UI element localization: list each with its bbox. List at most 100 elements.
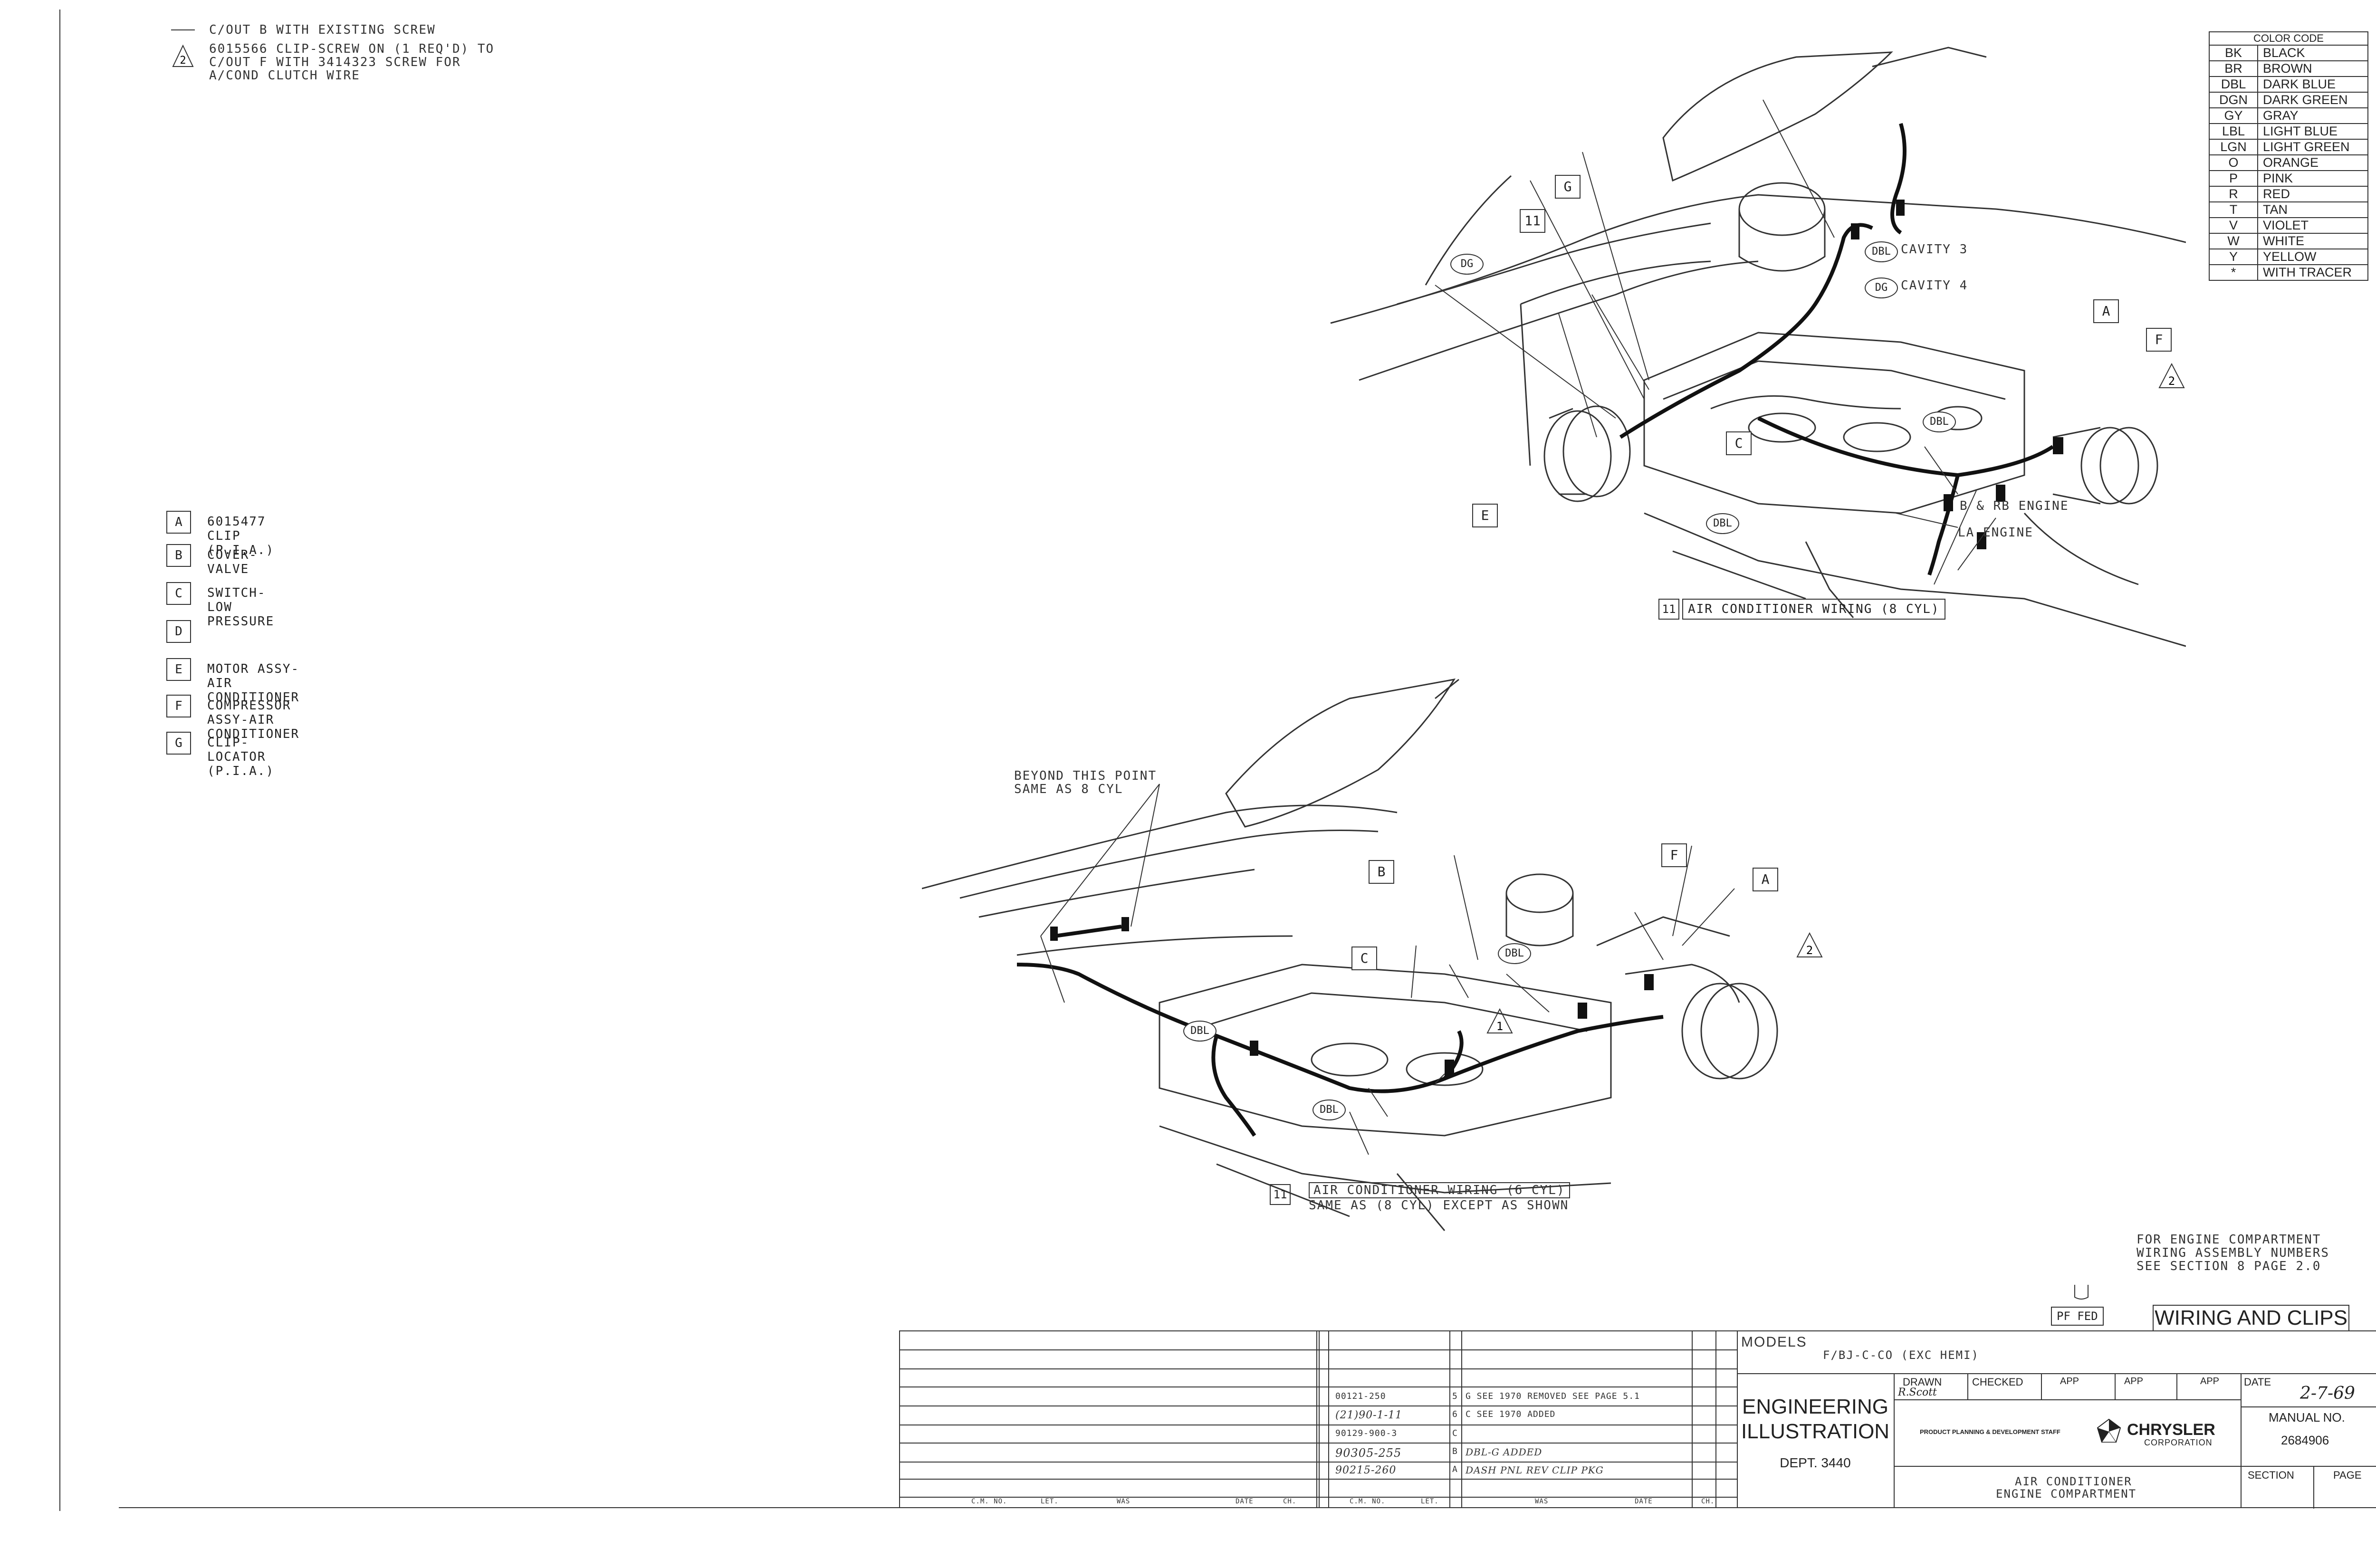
rev-header: C.M. NO.	[1350, 1498, 1386, 1505]
caption-6cyl-line-2: SAME AS (8 CYL) EXCEPT AS SHOWN	[1309, 1198, 1569, 1213]
rev-was: DASH PNL REV CLIP PKG	[1466, 1464, 1604, 1476]
callout-a-bottom: A	[1753, 868, 1778, 891]
date-value: 2-7-69	[2300, 1384, 2355, 1403]
diagram-8cyl-drawing	[1330, 47, 2186, 647]
section-title: WIRING AND CLIPS	[2153, 1305, 2349, 1331]
legend-key: C	[166, 582, 191, 605]
left-border	[59, 10, 60, 1511]
note-2-triangle-icon: 2	[1796, 932, 1823, 957]
rev-header: LET.	[1421, 1498, 1439, 1505]
color-code-title: COLOR CODE	[2209, 31, 2368, 46]
beyond-point-line-2: SAME AS 8 CYL	[1014, 782, 1123, 796]
rev-header: CH.	[1701, 1498, 1715, 1505]
triangle-2-bottom-label: 2	[1806, 944, 1813, 957]
rev-header: C.M. NO.	[971, 1498, 1007, 1505]
checked-label: CHECKED	[1972, 1376, 2023, 1388]
legend-desc: SWITCH-LOW PRESSURE	[207, 586, 275, 629]
la-engine-label: LA ENGINE	[1958, 526, 2033, 540]
rev-header: DATE	[1236, 1498, 1254, 1505]
cavity-4-label: CAVITY 4	[1901, 278, 1968, 293]
models-value: F/BJ-C-CO (EXC HEMI)	[1823, 1348, 1979, 1362]
section-label: SECTION	[2248, 1469, 2294, 1481]
page-label: PAGE	[2333, 1469, 2362, 1481]
cavity-3-label: CAVITY 3	[1901, 242, 1968, 257]
bottom-border	[119, 1507, 2376, 1508]
callout-dbl-bottom-3: DBL	[1313, 1100, 1346, 1120]
legend-key: E	[166, 658, 191, 681]
engineering-illustration: ENGINEERING ILLUSTRATION DEPT. 3440	[1739, 1395, 1891, 1475]
rev-let: B	[1452, 1446, 1458, 1456]
description-line-2: ENGINE COMPARTMENT	[1996, 1487, 2137, 1501]
beyond-point-line-1: BEYOND THIS POINT	[1014, 769, 1157, 783]
rev-let: 5	[1452, 1391, 1458, 1401]
note-2-key: 2	[180, 55, 186, 67]
app-label-2: APP	[2124, 1376, 2144, 1386]
note-line-4: A/COND CLUTCH WIRE	[209, 68, 360, 83]
rev-header: CH.	[1283, 1498, 1297, 1505]
legend-key: F	[166, 695, 191, 717]
eng-line-2: ILLUSTRATION	[1741, 1420, 1890, 1443]
legend-desc: COVER-VALVE	[207, 548, 258, 576]
callout-dbl-top-2: DBL	[1706, 513, 1739, 534]
callout-g-top: G	[1555, 175, 1581, 199]
app-label-3: APP	[2200, 1376, 2220, 1386]
brand-name: CHRYSLER	[2127, 1421, 2215, 1439]
rev-header: DATE	[1635, 1498, 1653, 1505]
manual-value: 2684906	[2281, 1433, 2329, 1447]
note-line-3: C/OUT F WITH 3414323 SCREW FOR	[209, 55, 461, 69]
note-line-1: C/OUT B WITH EXISTING SCREW	[209, 23, 436, 37]
manual-label: MANUAL NO.	[2269, 1410, 2345, 1425]
rev-was: C SEE 1970 ADDED	[1466, 1409, 1556, 1419]
rev-header: LET.	[1041, 1498, 1059, 1505]
callout-dg-1: DG	[1450, 254, 1484, 275]
legend-key: G	[166, 732, 191, 755]
footnote-line-1: FOR ENGINE COMPARTMENT	[2136, 1233, 2321, 1247]
caption-8cyl: AIR CONDITIONER WIRING (8 CYL)	[1682, 599, 1945, 620]
chrysler-pentastar-icon	[2097, 1418, 2121, 1443]
callout-f-top: F	[2146, 328, 2172, 352]
diagram-6cyl-drawing	[922, 678, 1778, 1231]
drawn-label: DRAWN	[1903, 1376, 1942, 1388]
staff-label: PRODUCT PLANNING & DEVELOPMENT STAFF	[1920, 1428, 2060, 1435]
rev-header: WAS	[1535, 1498, 1549, 1505]
legend-desc: MOTOR ASSY-AIR CONDITIONER	[207, 662, 300, 705]
pf-fed-icon	[2074, 1285, 2089, 1300]
note-line-2: 6015566 CLIP-SCREW ON (1 REQ'D) TO	[209, 42, 495, 56]
callout-11-top: 11	[1520, 209, 1545, 233]
rev-cm: 90129-900-3	[1335, 1428, 1398, 1438]
callout-dbl-bottom-1: DBL	[1498, 943, 1531, 964]
callout-dbl-bottom-2: DBL	[1183, 1021, 1217, 1042]
legend-desc: COMPRESSOR ASSY-AIR CONDITIONER	[207, 698, 300, 741]
note-2-triangle-icon: 2	[172, 44, 194, 67]
callout-b-bottom: B	[1369, 860, 1394, 884]
footnote-line-2: WIRING ASSEMBLY NUMBERS	[2136, 1246, 2330, 1260]
caption-6cyl-line-1: AIR CONDITIONER WIRING (6 CYL)	[1309, 1182, 1570, 1198]
rev-let: 6	[1452, 1409, 1458, 1419]
callout-f-bottom: F	[1661, 843, 1687, 867]
triangle-2-label: 2	[2168, 374, 2175, 388]
callout-dbl-cavity3: DBL	[1865, 241, 1898, 262]
rev-let: A	[1452, 1464, 1458, 1474]
caption-key-6cyl: 11	[1270, 1184, 1291, 1205]
note-2-triangle-icon: 2	[2158, 363, 2185, 388]
callout-a-top: A	[2093, 299, 2119, 323]
pf-fed-label: PF FED	[2051, 1307, 2104, 1326]
eng-line-1: ENGINEERING	[1742, 1395, 1889, 1418]
description-line-1: AIR CONDITIONER	[2015, 1475, 2132, 1488]
brand-corporation: CORPORATION	[2144, 1438, 2213, 1447]
rev-cm: (21)90-1-11	[1335, 1409, 1403, 1421]
